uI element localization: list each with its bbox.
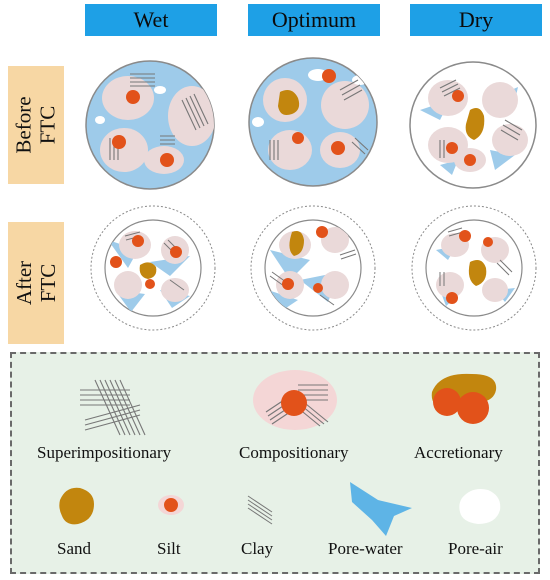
legend-label-silt: Silt: [157, 539, 181, 558]
pore-water-symbol: [350, 482, 412, 536]
before-ftc-wet-sample: [85, 60, 215, 190]
row-header-after-ftc: After FTC: [8, 222, 64, 344]
before-ftc-dry-sample: [409, 61, 537, 189]
column-header-wet: Wet: [85, 4, 217, 36]
silt-symbol: [158, 495, 184, 515]
legend-label-superimpositionary: Superimpositionary: [37, 443, 172, 462]
superimpositionary-symbol: [80, 379, 146, 436]
legend-label-pore-air: Pore-air: [448, 539, 503, 558]
row-header-before-ftc: Before FTC: [8, 66, 64, 184]
sand-symbol: [59, 487, 94, 525]
column-header-dry: Dry: [410, 4, 542, 36]
legend-label-sand: Sand: [57, 539, 91, 558]
accretionary-symbol: [431, 373, 497, 424]
legend-label-compositionary: Compositionary: [239, 443, 349, 462]
legend-label-accretionary: Accretionary: [414, 443, 503, 462]
column-header-optimum: Optimum: [248, 4, 380, 36]
after-ftc-dry-sample: [411, 205, 537, 331]
clay-symbol: [247, 495, 273, 525]
after-ftc-wet-sample: [90, 205, 216, 331]
before-ftc-optimum-sample: [248, 57, 378, 187]
legend-label-clay: Clay: [241, 539, 274, 558]
compositionary-symbol: [253, 370, 337, 430]
pore-air-symbol: [459, 489, 501, 524]
after-ftc-optimum-sample: [250, 205, 376, 331]
legend-label-pore-water: Pore-water: [328, 539, 403, 558]
